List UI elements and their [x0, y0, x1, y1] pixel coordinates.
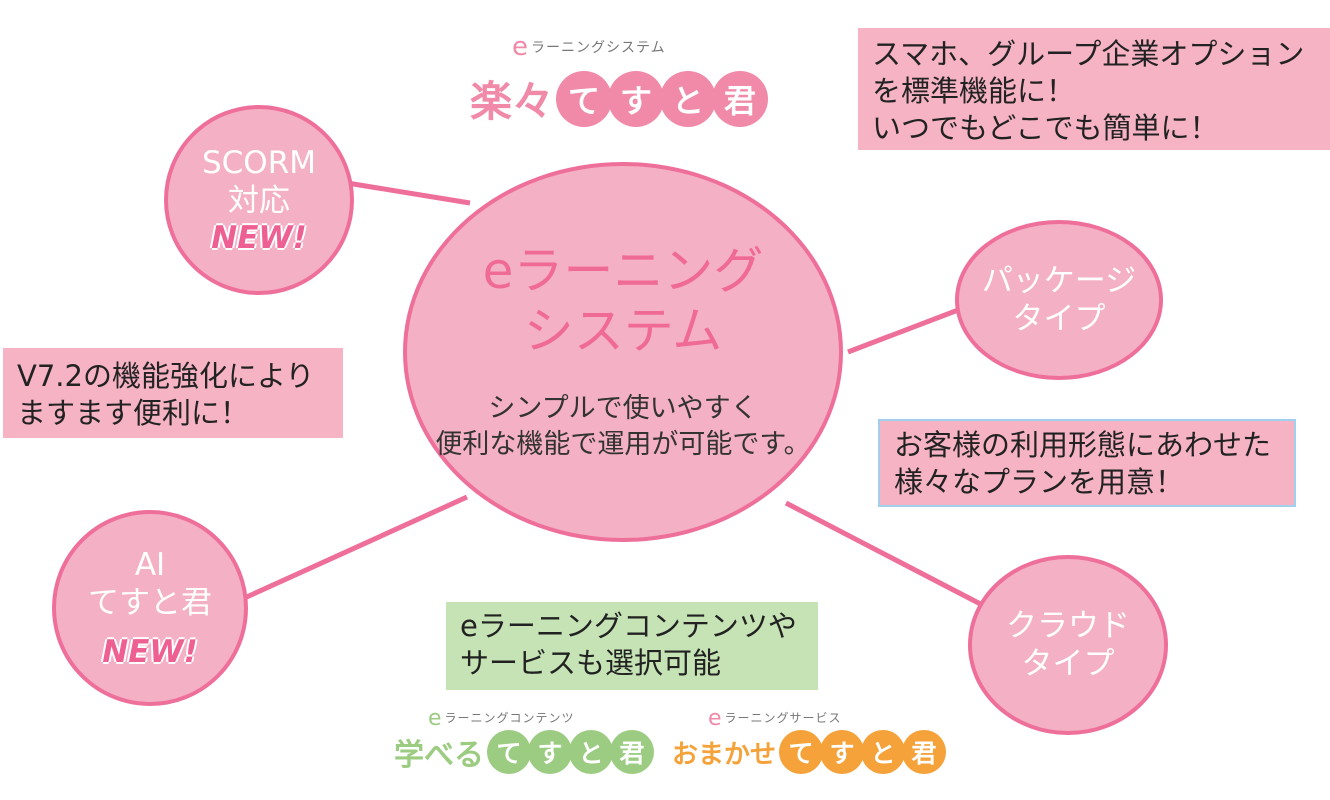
logo-service-ball-4: 君	[902, 730, 947, 774]
logo-system-ball-4: 君	[712, 70, 769, 127]
ai-new-badge: NEW!	[102, 634, 198, 670]
package-line1: パッケージ	[981, 263, 1137, 299]
logo-service: おまかせ て す と 君	[672, 730, 947, 774]
ai-line1: AI	[134, 547, 166, 583]
ai-line2: てすと君	[88, 585, 212, 621]
box-smart-line3: いつでもどこでも簡単に！	[872, 111, 1219, 145]
circle-ai: AI てすと君 NEW!	[52, 510, 248, 706]
connector-ai	[238, 494, 469, 603]
logo-service-ball-2: す	[820, 730, 865, 774]
box-v72-line1: V7.2の機能強化により	[17, 359, 315, 393]
box-contents-line2: サービスも選択可能	[460, 646, 722, 680]
logo-contents: 学べる て す と 君	[394, 730, 654, 774]
circle-package: パッケージ タイプ	[955, 220, 1163, 380]
logo-system: 楽々 て す と 君	[470, 68, 769, 129]
logo-service-ball-1: て	[779, 730, 824, 774]
center-title-line1: eラーニング	[482, 242, 764, 300]
logo-service-e: e	[708, 706, 723, 731]
box-smart-line2: を標準機能に！	[872, 74, 1076, 108]
circle-scorm: SCORM 対応 NEW!	[164, 105, 354, 295]
logo-contents-ball-2: す	[528, 730, 572, 774]
logo-service-kanji: おまかせ	[672, 739, 777, 770]
logo-system-ball-3: と	[660, 70, 717, 127]
circle-cloud: クラウド タイプ	[968, 555, 1168, 735]
box-plan: お客様の利用形態にあわせた 様々なプランを用意！	[878, 419, 1296, 507]
box-v72: V7.2の機能強化により ますます便利に！	[3, 348, 343, 438]
connector-package	[847, 304, 967, 355]
center-desc: シンプルで使いやすく 便利な機能で運用が可能です。	[435, 391, 810, 463]
box-contents: eラーニングコンテンツや サービスも選択可能	[446, 602, 818, 690]
box-plan-line1: お客様の利用形態にあわせた	[894, 428, 1272, 462]
logo-contents-ball-4: 君	[610, 730, 654, 774]
box-smart-line1: スマホ、グループ企業オプション	[872, 37, 1305, 71]
package-line2: タイプ	[1012, 301, 1106, 337]
center-title-line2: システム	[523, 302, 723, 360]
logo-system-tag-text: ラーニングシステム	[531, 40, 666, 56]
logo-contents-kanji: 学べる	[394, 738, 484, 773]
logo-service-tag-text: ラーニングサービス	[724, 711, 842, 725]
logo-contents-ball-3: と	[569, 730, 613, 774]
logo-service-ball-3: と	[861, 730, 906, 774]
circle-center: eラーニング システム シンプルで使いやすく 便利な機能で運用が可能です。	[403, 162, 843, 542]
center-desc-line2: 便利な機能で運用が可能です。	[435, 429, 811, 460]
logo-system-ball-2: す	[608, 70, 665, 127]
connector-cloud	[784, 500, 994, 613]
cloud-line2: タイプ	[1021, 646, 1115, 682]
center-desc-line1: シンプルで使いやすく	[488, 393, 758, 424]
logo-system-kanji: 楽々	[470, 77, 555, 126]
connector-scorm	[334, 178, 471, 206]
scorm-new-badge: NEW!	[211, 220, 307, 256]
logo-system-e: e	[512, 32, 529, 62]
logo-contents-tag-text: ラーニングコンテンツ	[444, 711, 575, 725]
scorm-line1: SCORM	[201, 145, 316, 181]
box-contents-line1: eラーニングコンテンツや	[460, 609, 797, 643]
scorm-line2: 対応	[228, 183, 290, 219]
box-smartphone-option: スマホ、グループ企業オプション を標準機能に！ いつでもどこでも簡単に！	[858, 28, 1330, 150]
logo-contents-ball-1: て	[487, 730, 531, 774]
logo-contents-e: e	[428, 706, 443, 731]
logo-system-ball-1: て	[556, 70, 613, 127]
cloud-line1: クラウド	[1006, 608, 1130, 644]
box-v72-line2: ますます便利に！	[17, 396, 250, 430]
box-plan-line2: 様々なプランを用意！	[894, 465, 1185, 499]
